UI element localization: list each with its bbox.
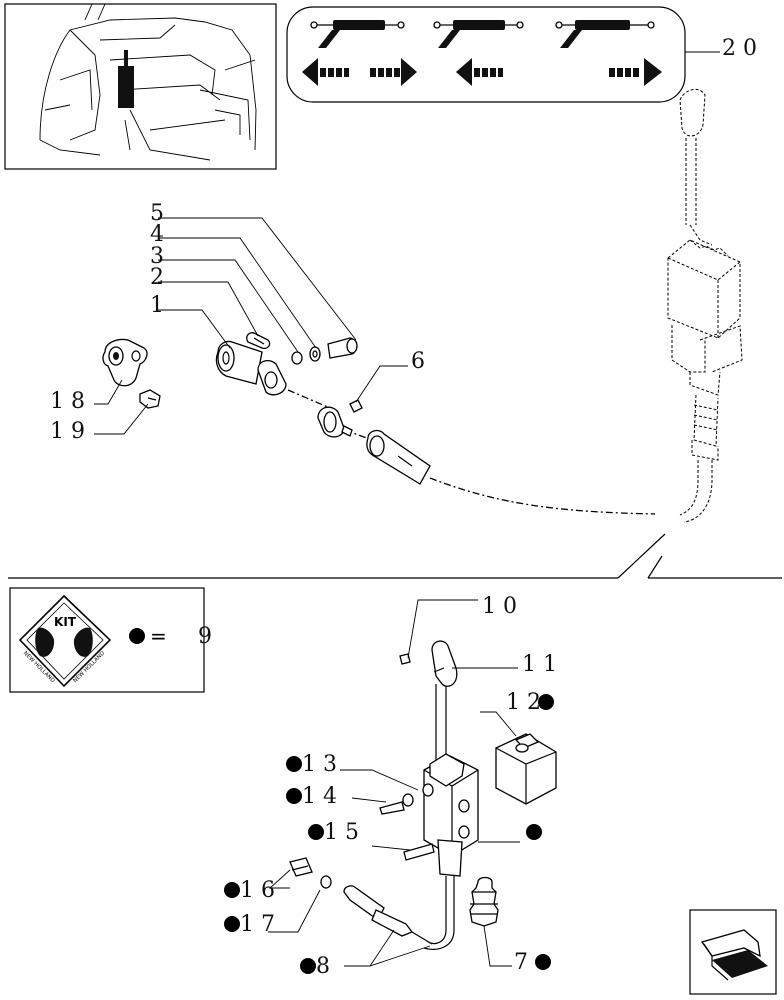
callout-9: 9 — [198, 624, 219, 649]
cable-leader-8 — [344, 929, 431, 967]
kit-part-dot-icon — [308, 824, 324, 840]
callout-12: 12 — [506, 692, 554, 714]
lower-lever-knob — [399, 599, 518, 762]
valve-dot-marker — [526, 822, 542, 844]
callout-1: 1 — [150, 293, 171, 318]
section-divider — [8, 533, 782, 579]
kit-part-dot-icon — [538, 694, 554, 710]
pin-part-6 — [349, 399, 363, 413]
kit-part-dot-icon — [286, 756, 302, 772]
callout-20: 20 — [722, 36, 764, 61]
callout-13: 13 — [286, 754, 344, 776]
callout-14: 14 — [286, 786, 344, 808]
flange-part-18 — [102, 338, 148, 387]
linkage-cable — [287, 389, 656, 515]
lower-valve-body — [422, 753, 479, 951]
callout-3: 3 — [150, 244, 171, 269]
callout-18: 18 — [50, 389, 92, 414]
callout-2: 2 — [150, 265, 171, 290]
upper-lever-assembly — [667, 88, 743, 523]
swivel-joint-parts — [215, 332, 358, 396]
cable-coupling — [317, 406, 431, 485]
kit-equals-sign: = — [150, 624, 167, 648]
kit-legend-box: KIT NEW HOLLAND NEW HOLLAND — [9, 587, 205, 693]
kit-part-dot-icon — [286, 788, 302, 804]
shift-pattern-panel — [286, 6, 720, 103]
switch-box-part-12 — [480, 711, 557, 805]
bolt-part-19 — [139, 389, 161, 409]
rubber-boot-part-7 — [469, 876, 512, 967]
callout-8: 8 — [300, 956, 337, 978]
kit-part-dot-icon — [224, 882, 240, 898]
callout-16: 16 — [224, 880, 282, 902]
kit-part-dot-icon — [300, 958, 316, 974]
pins-13-14-15 — [340, 769, 520, 861]
callout-10: 10 — [482, 594, 524, 619]
callout-5: 5 — [150, 201, 171, 226]
thumbnail-cab — [4, 3, 277, 170]
callout-11: 11 — [522, 652, 564, 677]
callout-7: 7 — [514, 952, 551, 974]
kit-badge-text: KIT — [54, 615, 77, 629]
clip-and-washer — [268, 857, 433, 945]
upper-leader-lines — [94, 217, 408, 435]
callout-15: 15 — [308, 822, 366, 844]
kit-part-dot-icon — [224, 916, 240, 932]
callout-19: 19 — [50, 419, 92, 444]
next-page-arrow-icon[interactable] — [689, 909, 777, 995]
callout-4: 4 — [150, 222, 171, 247]
callout-17: 17 — [224, 914, 282, 936]
callout-6: 6 — [411, 349, 432, 374]
kit-part-dot-icon — [535, 954, 551, 970]
kit-part-dot-icon — [526, 824, 542, 840]
